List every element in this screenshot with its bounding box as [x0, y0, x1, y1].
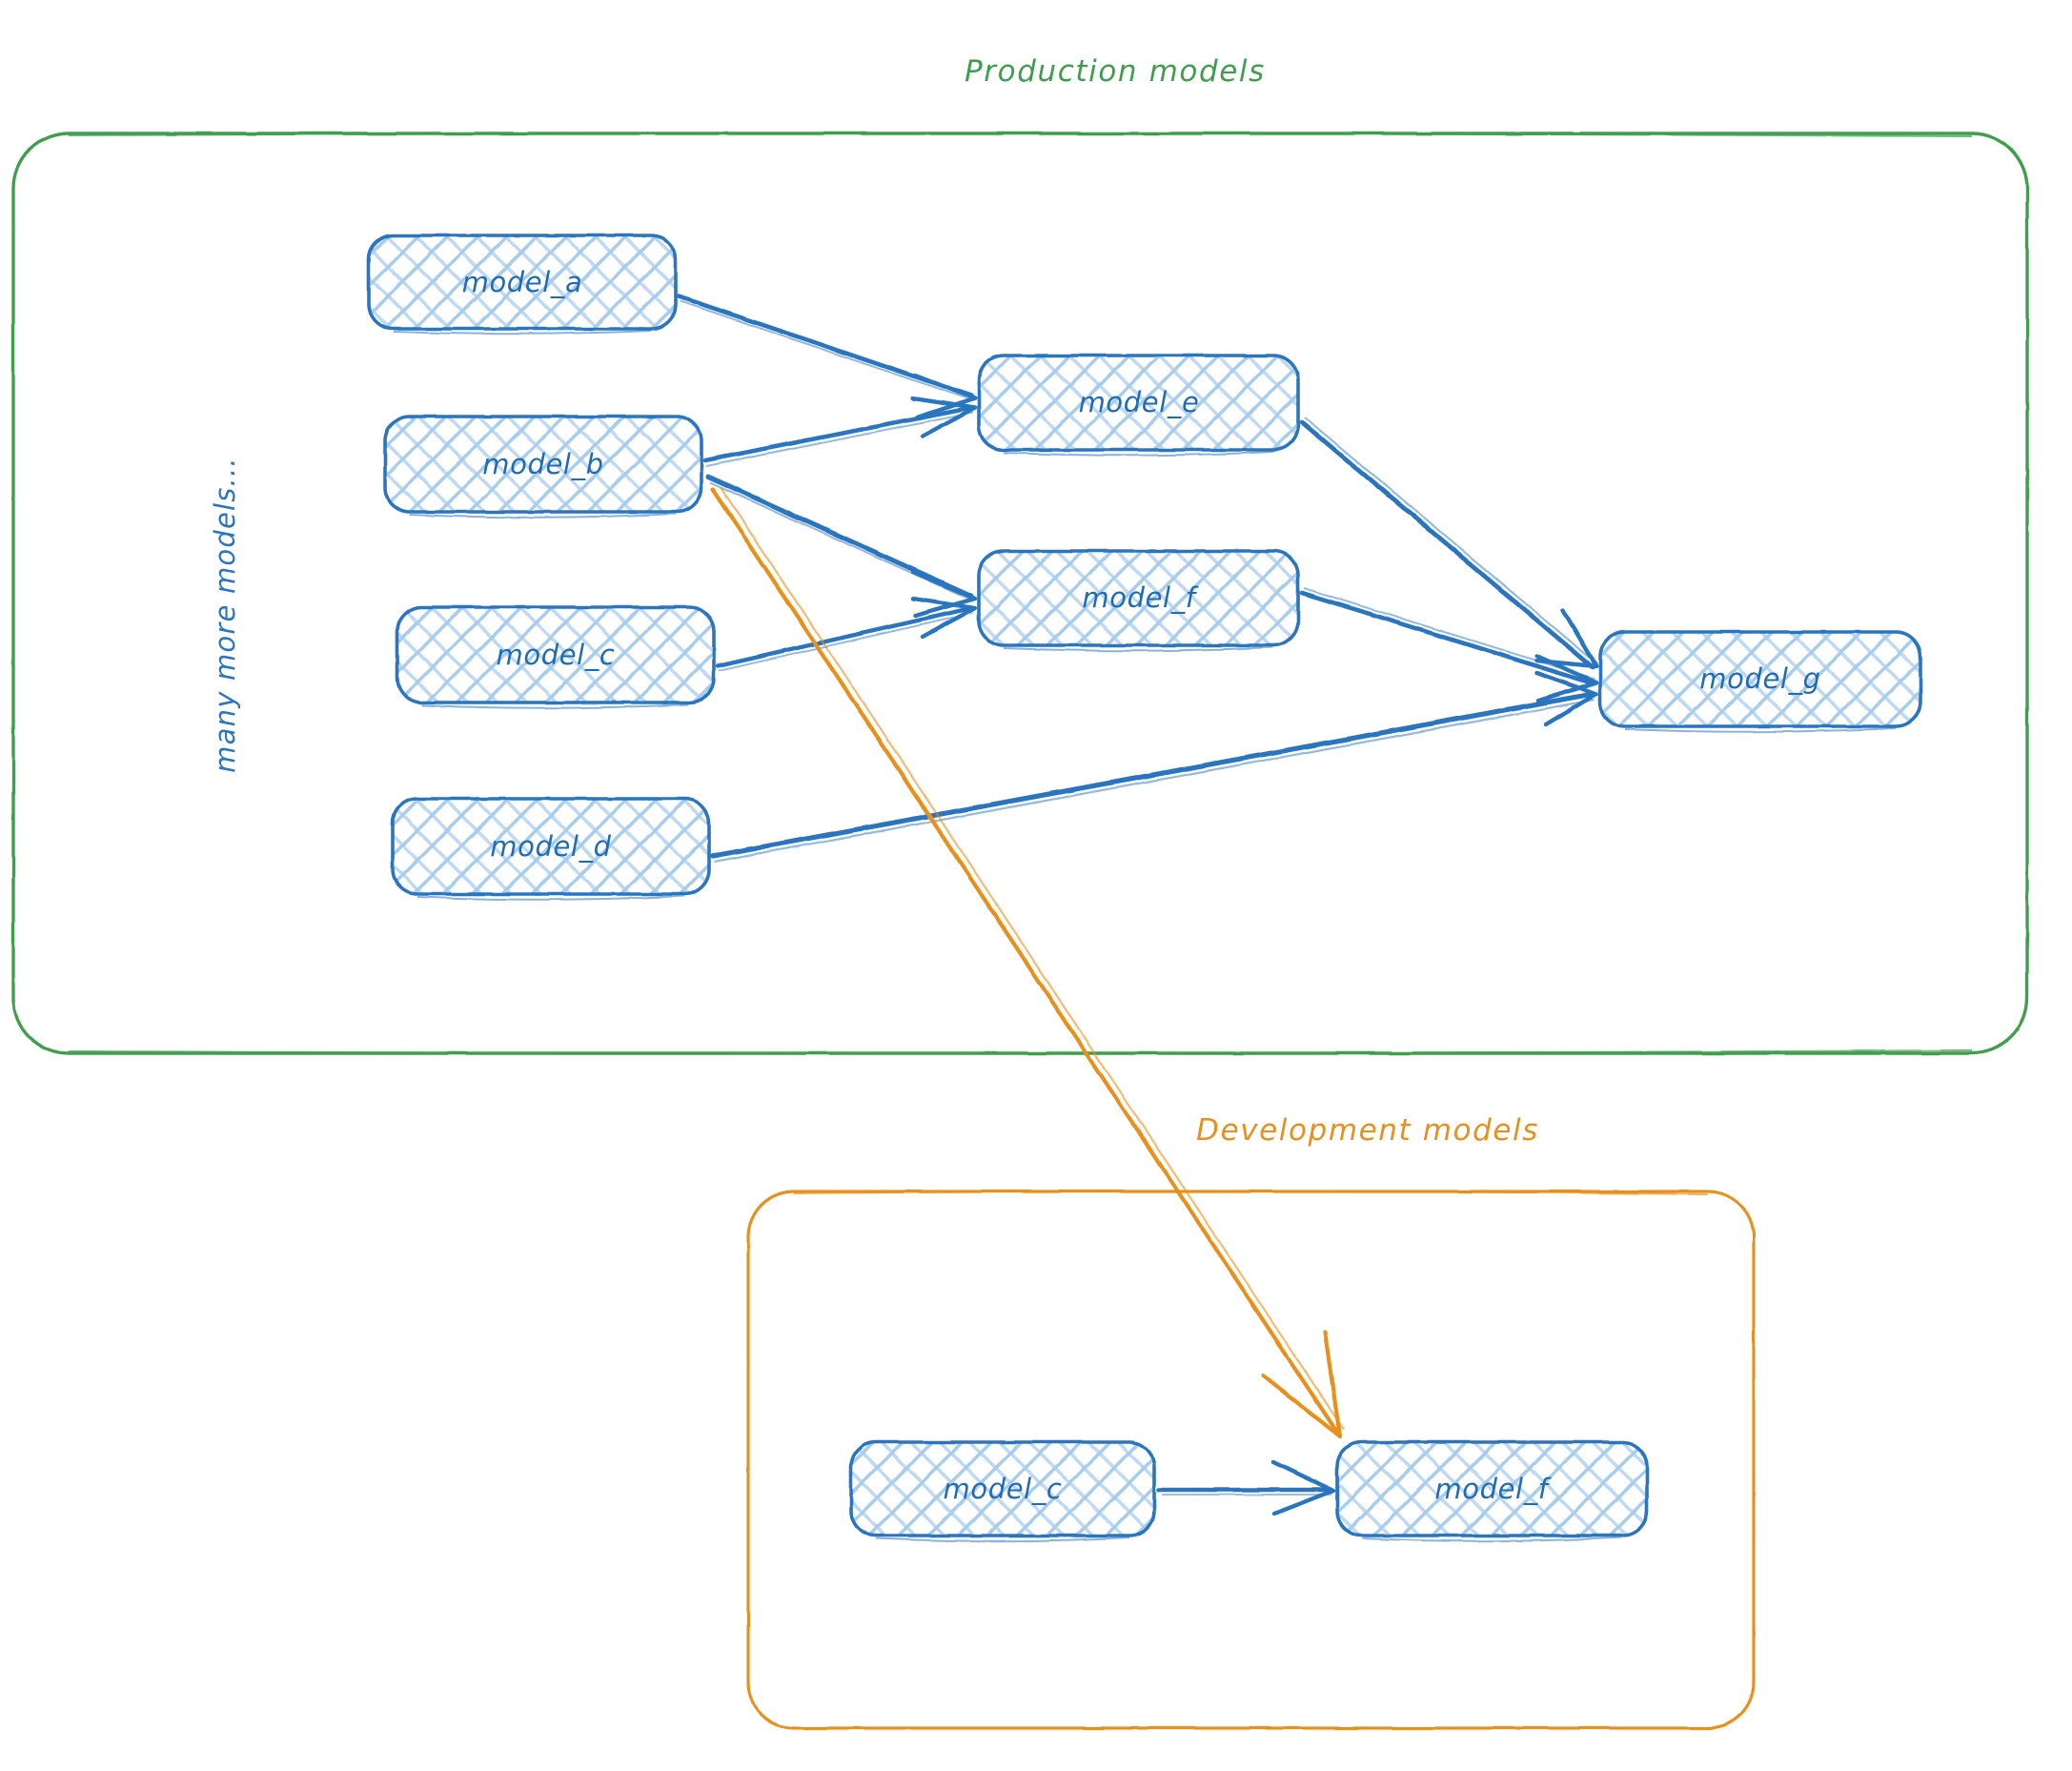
group-development: Development models — [746, 1113, 1756, 1730]
node-label: model_c — [497, 639, 616, 671]
node-label: model_e — [1079, 386, 1200, 418]
edge-f-to-g — [1299, 587, 1599, 703]
edge-devc-to-devf — [1156, 1459, 1336, 1517]
annotation-many-more-models: many more models... — [209, 457, 241, 773]
nodes-layer: model_a model_b — [367, 234, 1922, 1542]
node-prod-model-e[interactable]: model_e — [977, 354, 1300, 457]
node-label: model_g — [1699, 662, 1820, 695]
node-prod-model-d[interactable]: model_d — [391, 797, 711, 901]
node-label: model_b — [482, 448, 603, 480]
group-production: Production models — [11, 54, 2029, 1055]
edge-prodb-to-devf — [710, 486, 1345, 1439]
edges-layer — [676, 294, 1599, 1517]
node-prod-model-f[interactable]: model_f — [977, 549, 1300, 652]
node-label: model_f — [1434, 1473, 1551, 1505]
edge-e-to-g — [1299, 417, 1599, 670]
node-label: model_d — [490, 830, 611, 863]
edge-d-to-g — [710, 670, 1599, 864]
node-prod-model-c[interactable]: model_c — [396, 605, 716, 709]
node-dev-model-f[interactable]: model_f — [1335, 1440, 1649, 1542]
node-label: model_f — [1082, 581, 1198, 614]
edge-a-to-e — [676, 294, 978, 420]
group-production-title: Production models — [965, 54, 1266, 89]
node-prod-model-g[interactable]: model_g — [1598, 630, 1922, 733]
node-prod-model-b[interactable]: model_b — [383, 415, 703, 519]
edge-c-to-f — [715, 596, 978, 672]
edge-b-to-e — [702, 396, 978, 467]
node-dev-model-c[interactable]: model_c — [849, 1440, 1156, 1542]
node-label: model_a — [462, 266, 583, 298]
node-prod-model-a[interactable]: model_a — [367, 234, 678, 336]
edge-b-to-f — [705, 474, 978, 619]
many-more-models-label: many more models... — [209, 457, 241, 773]
node-label: model_c — [944, 1473, 1063, 1505]
group-development-title: Development models — [1196, 1113, 1539, 1148]
